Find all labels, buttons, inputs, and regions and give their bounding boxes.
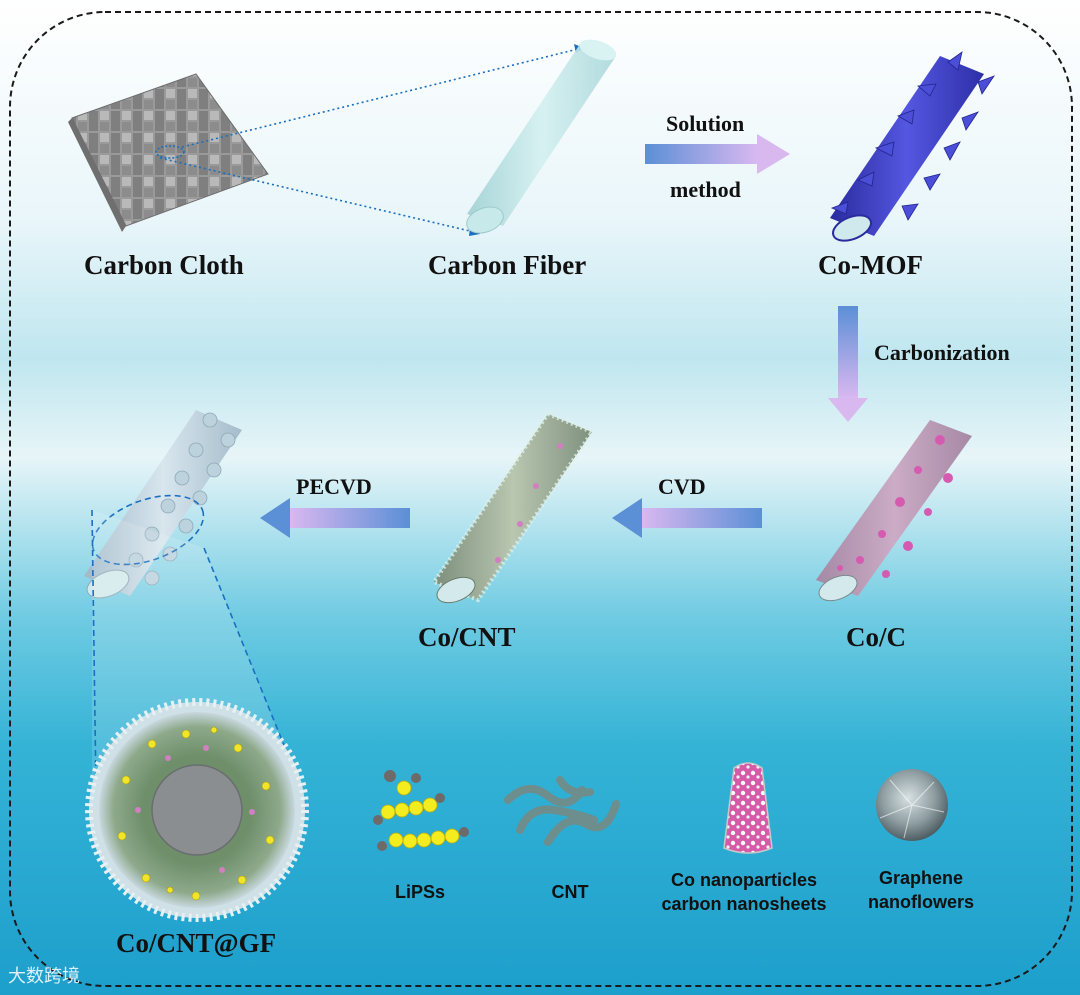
pecvd-label: PECVD <box>296 474 372 499</box>
lipss-icon <box>373 770 469 851</box>
co-nanoparticles-icon <box>723 762 773 854</box>
zoom-ellipse <box>91 494 205 566</box>
co-mof-image <box>830 51 996 242</box>
co-c-image <box>816 420 972 602</box>
lipss-label: LiPSs <box>394 882 446 902</box>
co-nanoparticles-label-line1: Co nanoparticles <box>670 870 818 890</box>
graphene-label-line2: nanoflowers <box>867 892 974 912</box>
pecvd-arrow-body <box>290 508 410 528</box>
co-cnt-gf-image <box>84 410 242 599</box>
solution-arrow-head <box>757 134 790 174</box>
graphene-label-line1: Graphene <box>878 868 964 888</box>
method-label: method <box>670 177 741 202</box>
cnt-icon <box>504 776 620 846</box>
zoom-lines <box>159 48 579 233</box>
co-nanoparticles-label-line2: carbon nanosheets <box>661 894 827 914</box>
cvd-arrow-head <box>612 498 642 538</box>
carbon-fiber-image <box>466 39 617 234</box>
carbon-fiber-label: Carbon Fiber <box>428 250 587 280</box>
watermark: 大数跨境 <box>8 966 80 987</box>
co-mof-label: Co-MOF <box>818 250 923 280</box>
pecvd-arrow-head <box>260 498 290 538</box>
solution-arrow-body <box>645 144 757 164</box>
carbonization-arrow-body <box>838 306 858 398</box>
carbon-cloth-label: Carbon Cloth <box>84 250 244 280</box>
co-cnt-image <box>430 411 596 604</box>
cvd-arrow-body <box>642 508 762 528</box>
co-c-label: Co/C <box>846 622 906 652</box>
solution-label: Solution <box>666 111 745 136</box>
carbonization-arrow-head <box>828 398 868 422</box>
co-cnt-label: Co/CNT <box>418 622 516 652</box>
dashed-frame <box>9 11 1073 987</box>
co-cnt-gf-label: Co/CNT@GF <box>116 928 277 958</box>
graphene-nanoflower-icon <box>876 769 948 841</box>
cvd-label: CVD <box>658 474 706 499</box>
carbon-cloth-image <box>68 73 269 232</box>
cnt-label: CNT <box>551 882 589 902</box>
carbonization-label: Carbonization <box>874 340 1010 365</box>
cross-section-image <box>85 698 309 922</box>
